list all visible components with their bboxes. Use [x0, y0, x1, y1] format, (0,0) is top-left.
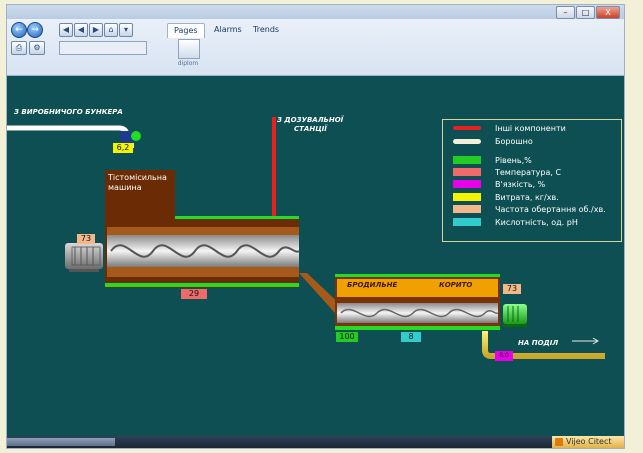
legend-label: Борошно — [495, 137, 533, 146]
legend-item: Температура, С — [449, 167, 619, 178]
trough-motor-speed-value: 73 — [503, 284, 521, 294]
tab-alarms[interactable]: Alarms — [214, 25, 242, 34]
brand-badge: Vijeo Citect — [552, 436, 624, 448]
scada-window: – □ X ← → ◀ ◀ ▶ ⌂ ▾ ⎙ ⚙ Pages Alarms Tre… — [6, 4, 625, 449]
legend-label: Частота обертання об./хв. — [495, 205, 606, 214]
trough-label: БРОДИЛЬНЕ — [347, 281, 398, 289]
first-page-icon[interactable]: ◀ — [59, 23, 73, 37]
fermentation-trough — [335, 274, 500, 330]
legend-swatch — [453, 205, 481, 213]
ribbon: – □ X ← → ◀ ◀ ▶ ⌂ ▾ ⎙ ⚙ Pages Alarms Tre… — [7, 5, 624, 76]
legend-swatch — [453, 126, 481, 130]
legend-label: Рівень,% — [495, 156, 532, 165]
dosing-station-label-2: СТАНЦІЇ — [294, 125, 327, 133]
mixer-label: Тістомісильна — [108, 173, 167, 182]
page-diplom-button[interactable] — [178, 39, 200, 59]
legend-item: Інші компоненти — [449, 123, 619, 134]
components-pipe — [272, 117, 276, 220]
legend-item: Частота обертання об./хв. — [449, 204, 619, 215]
menu-icon[interactable]: ▾ — [119, 23, 133, 37]
mixer-motor-speed-value: 73 — [77, 234, 95, 244]
process-mimic: З ВИРОБНИЧОГО БУНКЕРА З ДОЗУВАЛЬНОЇ СТАН… — [7, 75, 624, 436]
vijeo-logo-icon — [555, 438, 563, 446]
home-icon[interactable]: ⌂ — [104, 23, 118, 37]
mixer-temperature-value: 29 — [181, 289, 207, 299]
back-icon[interactable]: ← — [11, 22, 27, 38]
legend-item: Борошно — [449, 136, 619, 147]
close-button[interactable]: X — [596, 6, 620, 19]
outlet-viscosity-value: 8,0 — [495, 351, 513, 361]
legend-swatch — [453, 139, 481, 144]
maximize-button[interactable]: □ — [576, 6, 595, 19]
next-page-icon[interactable]: ▶ — [89, 23, 103, 37]
transfer-chute — [299, 273, 343, 313]
title-bar: – □ X — [7, 5, 624, 19]
legend: Інші компоненти Борошно Рівень,% Темпера… — [442, 119, 622, 242]
legend-swatch — [453, 218, 481, 226]
printer-icon[interactable]: ⎙ — [11, 41, 27, 55]
process-graphics — [7, 117, 605, 359]
legend-label: Інші компоненти — [495, 124, 566, 133]
mixer-label-2: машина — [108, 183, 142, 192]
address-field[interactable] — [59, 41, 147, 55]
minimize-button[interactable]: – — [556, 6, 575, 19]
outlet-pipe — [482, 331, 605, 359]
inlet-bunker-label: З ВИРОБНИЧОГО БУНКЕРА — [14, 108, 123, 116]
status-bar: Vijeo Citect — [7, 436, 624, 448]
legend-label: Кислотність, од. pH — [495, 218, 578, 227]
page-diplom-label: diplom — [177, 60, 199, 67]
dosing-station-label: З ДОЗУВАЛЬНОЇ — [277, 116, 344, 124]
mixer-motor-icon — [65, 243, 103, 272]
forward-icon[interactable]: → — [27, 22, 43, 38]
legend-swatch — [453, 180, 481, 188]
outlet-label: НА ПОДІЛ — [518, 339, 559, 347]
legend-swatch — [453, 168, 481, 176]
legend-item: В'язкість, % — [449, 179, 619, 190]
brand-label: Vijeo Citect — [566, 437, 612, 446]
previous-page-icon[interactable]: ◀ — [74, 23, 88, 37]
valve-flow-value: 6,2 — [113, 143, 133, 153]
trough-level-value: 100 — [336, 332, 358, 342]
legend-label: Температура, С — [495, 168, 562, 177]
settings-icon[interactable]: ⚙ — [29, 41, 45, 55]
legend-item: Рівень,% — [449, 155, 619, 166]
legend-item: Витрата, кг/хв. — [449, 192, 619, 203]
status-segment — [7, 438, 115, 446]
trough-motor-icon — [503, 304, 527, 327]
legend-label: В'язкість, % — [495, 180, 546, 189]
tab-trends[interactable]: Trends — [253, 25, 280, 34]
legend-item: Кислотність, од. pH — [449, 217, 619, 228]
legend-label: Витрата, кг/хв. — [495, 193, 559, 202]
flour-inlet-pipe — [7, 125, 130, 145]
legend-swatch — [453, 156, 481, 164]
tab-pages[interactable]: Pages — [167, 23, 205, 38]
trough-label-2: КОРИТО — [439, 281, 473, 289]
trough-acidity-value: 8 — [401, 332, 421, 342]
mixer-vessel — [105, 170, 300, 288]
legend-swatch — [453, 193, 481, 201]
